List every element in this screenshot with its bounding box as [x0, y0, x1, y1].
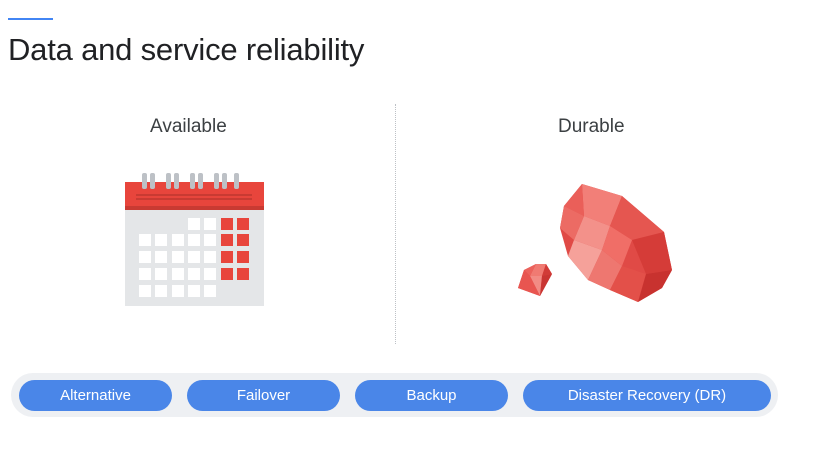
- gem-icon: [518, 184, 672, 302]
- durable-heading: Durable: [558, 116, 625, 137]
- slide-title: Data and service reliability: [8, 32, 365, 67]
- disaster-recovery-button[interactable]: Disaster Recovery (DR): [523, 380, 771, 411]
- title-accent-line: [8, 18, 53, 20]
- available-heading: Available: [150, 116, 227, 137]
- failover-button[interactable]: Failover: [187, 380, 340, 411]
- column-divider: [395, 104, 396, 344]
- backup-button[interactable]: Backup: [355, 380, 508, 411]
- calendar-icon: [125, 173, 264, 306]
- alternative-button[interactable]: Alternative: [19, 380, 172, 411]
